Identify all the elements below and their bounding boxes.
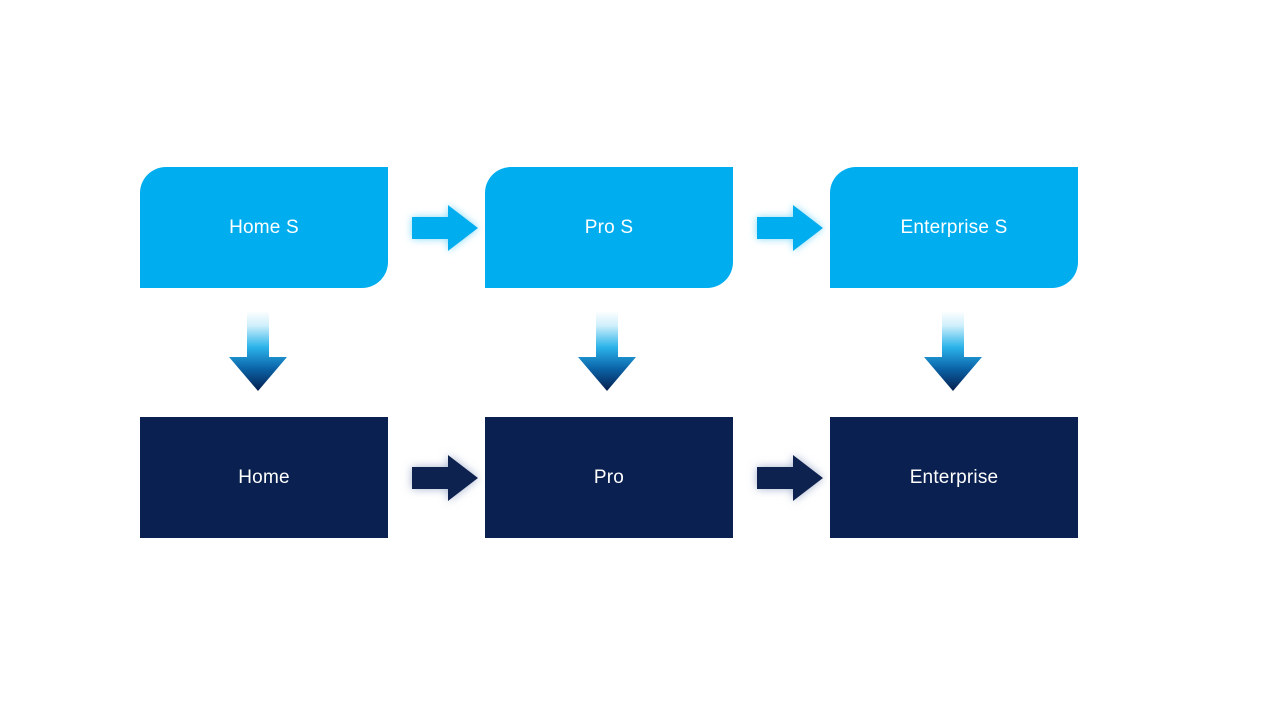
node-label: Pro S — [584, 217, 634, 238]
node-home[interactable]: Home — [140, 417, 388, 538]
connector-down-arrow-2 — [574, 305, 640, 397]
connector-cyan-arrow-1 — [400, 197, 484, 259]
arrow-down-icon — [229, 311, 287, 391]
arrow-right-icon — [757, 205, 823, 251]
node-enterprise-s[interactable]: Enterprise S — [830, 167, 1078, 288]
node-home-s[interactable]: Home S — [140, 167, 388, 288]
node-pro[interactable]: Pro — [485, 417, 733, 538]
arrow-down-icon — [924, 311, 982, 391]
connector-down-arrow-1 — [225, 305, 291, 397]
arrow-right-icon — [412, 455, 478, 501]
node-label: Enterprise — [909, 467, 999, 488]
node-enterprise[interactable]: Enterprise — [830, 417, 1078, 538]
connector-cyan-arrow-2 — [745, 197, 829, 259]
connector-navy-arrow-2 — [745, 447, 829, 509]
node-label: Home S — [229, 217, 299, 238]
node-label: Pro — [593, 467, 625, 488]
node-pro-s[interactable]: Pro S — [485, 167, 733, 288]
arrow-right-icon — [412, 205, 478, 251]
arrow-right-icon — [757, 455, 823, 501]
node-label: Enterprise S — [900, 217, 1008, 238]
arrow-down-icon — [578, 311, 636, 391]
connector-down-arrow-3 — [920, 305, 986, 397]
connector-navy-arrow-1 — [400, 447, 484, 509]
node-label: Home — [238, 467, 290, 488]
